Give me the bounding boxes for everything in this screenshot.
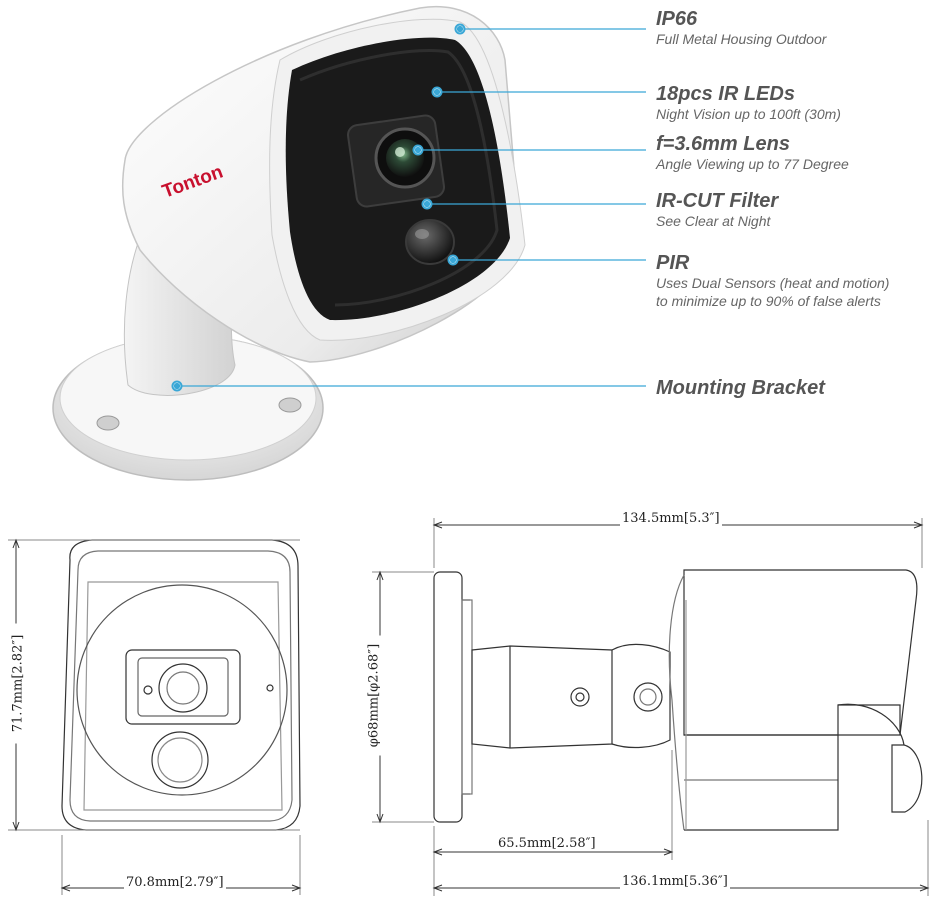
callout-desc: Full Metal Housing Outdoor xyxy=(656,31,827,47)
callout-lens: f=3.6mm Lens Angle Viewing up to 77 Degr… xyxy=(656,133,849,173)
callout-title: 18pcs IR LEDs xyxy=(656,83,795,105)
camera-illustration: Tonton xyxy=(52,6,526,481)
callout-desc: Uses Dual Sensors (heat and motion) xyxy=(656,275,890,291)
callout-mounting-bracket: Mounting Bracket xyxy=(656,377,825,399)
callout-ip66: IP66 Full Metal Housing Outdoor xyxy=(656,8,826,48)
side-joint-knob xyxy=(633,682,663,712)
pir-sensor-icon xyxy=(405,219,455,265)
callout-lines xyxy=(171,23,646,392)
callout-title: PIR xyxy=(656,252,690,274)
screw-hole-icon xyxy=(278,397,302,413)
dim-side-mount-length: 65.5mm[2.58″] xyxy=(496,836,598,851)
callout-title: Mounting Bracket xyxy=(656,377,825,399)
dim-side-diameter: φ68mm[φ2.68″] xyxy=(366,635,382,756)
screw-hole-icon xyxy=(96,415,120,431)
front-lens-block xyxy=(125,649,241,725)
callout-title: IP66 xyxy=(656,8,698,30)
dim-side-total-length: 136.1mm[5.36″] xyxy=(620,874,730,889)
callout-desc: to minimize up to 90% of false alerts xyxy=(656,293,881,309)
callout-title: IR-CUT Filter xyxy=(656,190,779,212)
callout-desc: Angle Viewing up to 77 Degree xyxy=(656,156,849,172)
side-screw-icon xyxy=(570,687,590,707)
callout-ir-cut-filter: IR-CUT Filter See Clear at Night xyxy=(656,190,778,230)
dim-side-top-length: 134.5mm[5.3″] xyxy=(620,511,722,526)
dim-front-width: 70.8mm[2.79″] xyxy=(124,875,226,890)
callout-desc: See Clear at Night xyxy=(656,213,771,229)
callout-title: f=3.6mm Lens xyxy=(656,133,790,155)
front-pir-circle xyxy=(151,731,209,789)
callout-pir: PIR Uses Dual Sensors (heat and motion) … xyxy=(656,252,889,310)
side-dimension-lines xyxy=(372,518,930,896)
side-view-drawing xyxy=(433,569,923,831)
callout-ir-leds: 18pcs IR LEDs Night Vision up to 100ft (… xyxy=(656,83,841,123)
front-dimension-lines xyxy=(8,538,302,895)
side-pir-dome xyxy=(891,744,923,813)
front-view-drawing xyxy=(61,539,301,831)
dim-front-height: 71.7mm[2.82″] xyxy=(10,623,26,744)
callout-desc: Night Vision up to 100ft (30m) xyxy=(656,106,841,122)
